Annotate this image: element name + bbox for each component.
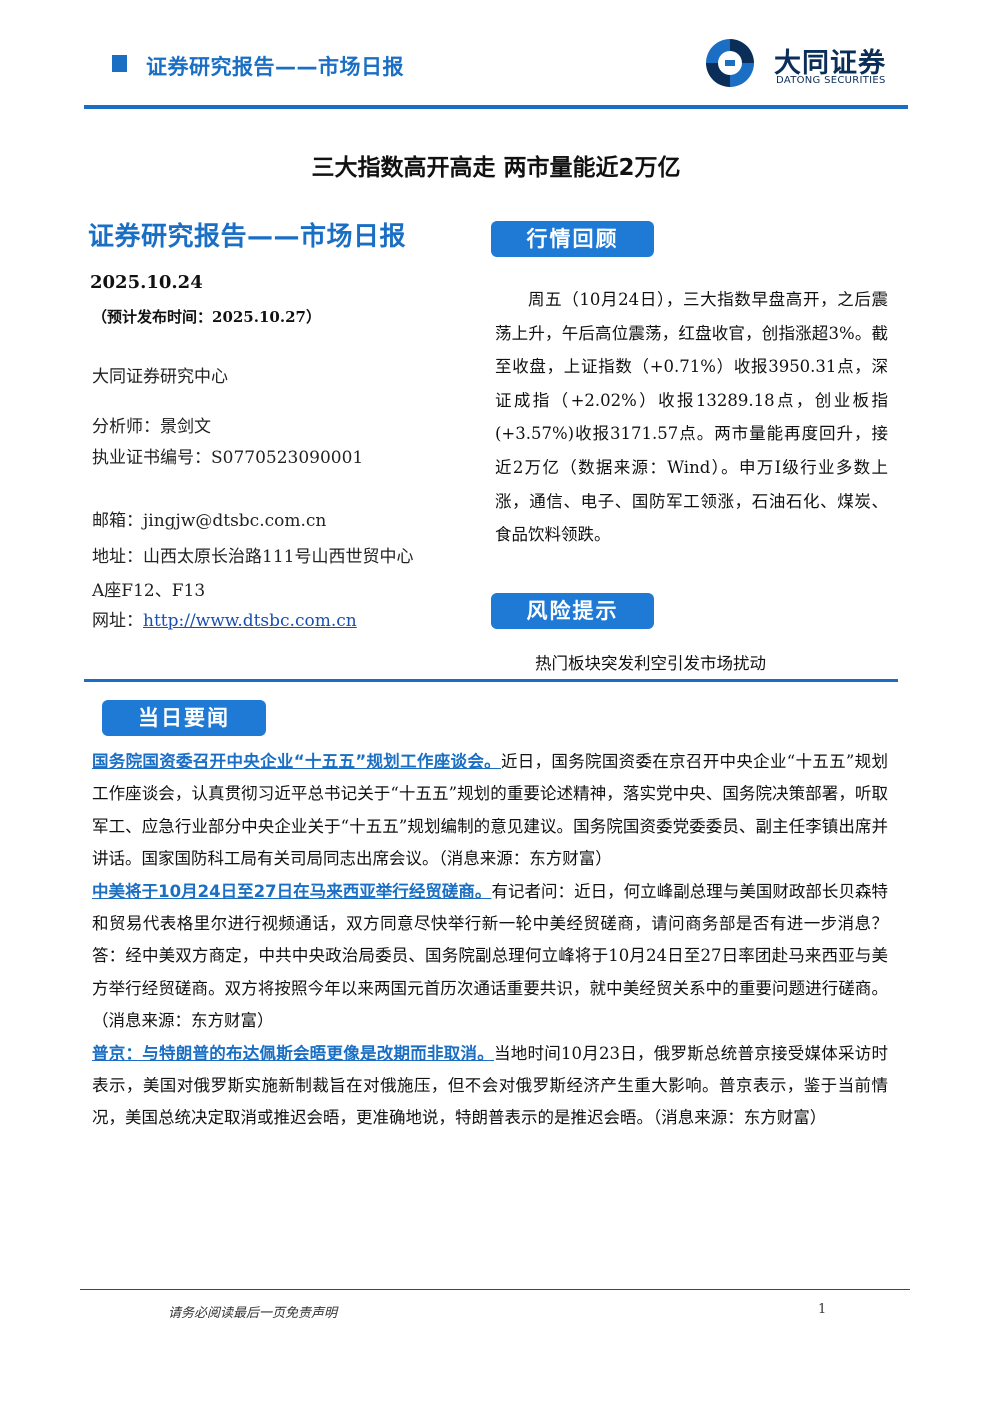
news-item: 中美将于10月24日至27日在马来西亚举行经贸磋商。有记者问：近日，何立峰副总理… (92, 876, 888, 1038)
news-body: 近日，国务院国资委在京召开中央企业“十五五”规划工作座谈会，认真贯彻习近平总书记… (92, 752, 888, 869)
tag-market-review: 行情回顾 (491, 221, 654, 257)
license-number: 执业证书编号：S0770523090001 (92, 448, 364, 468)
risk-warning-text: 热门板块突发利空引发市场扰动 (535, 654, 766, 673)
news-headline-link[interactable]: 普京：与特朗普的布达佩斯会晤更像是改期而非取消。 (92, 1043, 494, 1063)
news-list: 国务院国资委召开中央企业“十五五”规划工作座谈会。近日，国务院国资委在京召开中央… (92, 746, 888, 1135)
website-link[interactable]: http://www.dtsbc.com.cn (143, 611, 357, 631)
address-line-1: 地址：山西太原长治路111号山西世贸中心 (92, 547, 414, 567)
company-logo: 大同证券 DATONG SECURITIES (700, 35, 910, 91)
header-series-title: 证券研究报告——市场日报 (146, 55, 404, 79)
footer-divider (80, 1289, 910, 1290)
analyst-email: 邮箱：jingjw@dtsbc.com.cn (92, 511, 327, 531)
logo-mark-icon (706, 39, 754, 87)
news-headline-link[interactable]: 中美将于10月24日至27日在马来西亚举行经贸磋商。 (92, 881, 492, 901)
header-divider (84, 105, 908, 109)
tag-risk-warning: 风险提示 (491, 593, 654, 629)
publish-time: （预计发布时间：2025.10.27） (92, 308, 321, 326)
logo-english-name: DATONG SECURITIES (776, 75, 886, 86)
market-review-text: 周五（10月24日），三大指数早盘高开，之后震荡上升，午后高位震荡，红盘收官，创… (495, 283, 888, 552)
research-institute: 大同证券研究中心 (92, 367, 228, 387)
news-item: 普京：与特朗普的布达佩斯会晤更像是改期而非取消。当地时间10月23日，俄罗斯总统… (92, 1038, 888, 1135)
market-review-paragraph: 周五（10月24日），三大指数早盘高开，之后震荡上升，午后高位震荡，红盘收官，创… (495, 290, 888, 545)
report-date: 2025.10.24 (90, 272, 203, 293)
address-line-2: A座F12、F13 (92, 581, 206, 601)
footer-disclaimer: 请务必阅读最后一页免责声明 (168, 1306, 338, 1321)
news-body: 有记者问：近日，何立峰副总理与美国财政部长贝森特和贸易代表格里尔进行视频通话，双… (92, 881, 889, 1031)
website: 网址：http://www.dtsbc.com.cn (92, 606, 357, 631)
page-number: 1 (818, 1302, 827, 1317)
report-info-panel: 证券研究报告——市场日报 2025.10.24 （预计发布时间：2025.10.… (88, 216, 478, 631)
analyst-name: 分析师：景剑文 (92, 417, 211, 437)
header-square-marker (112, 55, 127, 72)
news-headline-link[interactable]: 国务院国资委召开中央企业“十五五”规划工作座谈会。 (92, 752, 501, 771)
section-divider (84, 679, 898, 682)
news-item: 国务院国资委召开中央企业“十五五”规划工作座谈会。近日，国务院国资委在京召开中央… (92, 746, 888, 876)
report-type: 证券研究报告——市场日报 (88, 222, 407, 252)
tag-daily-news: 当日要闻 (102, 700, 266, 736)
website-label: 网址： (92, 611, 143, 631)
news-body: 当地时间10月23日，俄罗斯总统普京接受媒体采访时表示，美国对俄罗斯实施新制裁旨… (92, 1043, 888, 1128)
report-title: 三大指数高开高走 两市量能近2万亿 (311, 155, 681, 181)
logo-chinese-name: 大同证券 (774, 48, 886, 79)
